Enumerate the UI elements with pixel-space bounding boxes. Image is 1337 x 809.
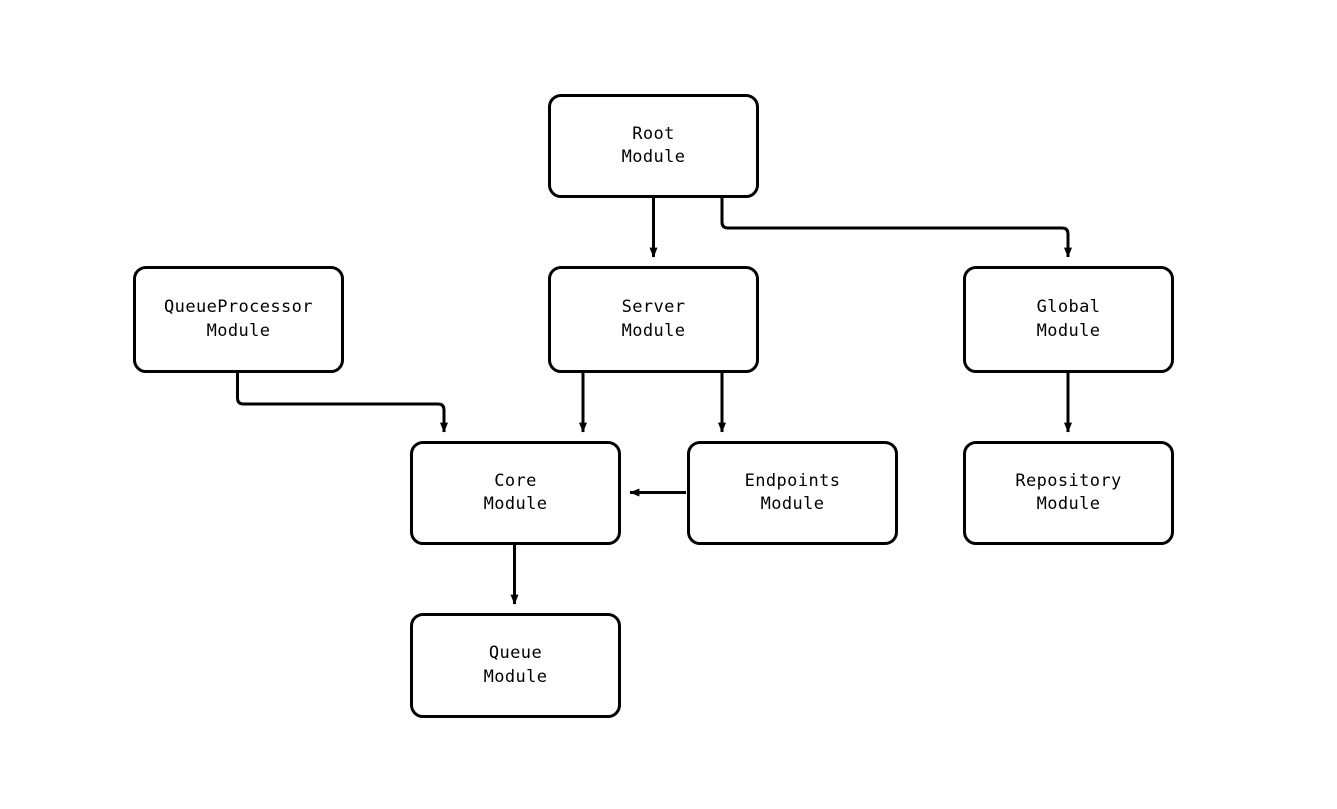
node-queueprocessor-module[interactable]: QueueProcessor Module (133, 266, 344, 373)
node-label: Core Module (483, 470, 548, 514)
node-global-module[interactable]: Global Module (963, 266, 1174, 373)
node-server-module[interactable]: Server Module (548, 266, 759, 373)
edge-queueprocessor-to-core (236, 373, 448, 433)
node-label: Server Module (621, 297, 686, 341)
node-queue-module[interactable]: Queue Module (410, 613, 621, 718)
node-repository-module[interactable]: Repository Module (963, 441, 1174, 545)
node-endpoints-module[interactable]: Endpoints Module (687, 441, 898, 545)
node-label: Global Module (1036, 297, 1101, 341)
node-label: Root Module (621, 123, 686, 167)
edge-root-to-global (720, 198, 1072, 258)
node-label: Repository Module (1015, 470, 1122, 514)
node-root-module[interactable]: Root Module (548, 94, 759, 198)
node-core-module[interactable]: Core Module (410, 441, 621, 545)
node-label: QueueProcessor Module (164, 297, 313, 341)
node-label: Endpoints Module (744, 470, 841, 514)
node-label: Queue Module (483, 643, 548, 687)
